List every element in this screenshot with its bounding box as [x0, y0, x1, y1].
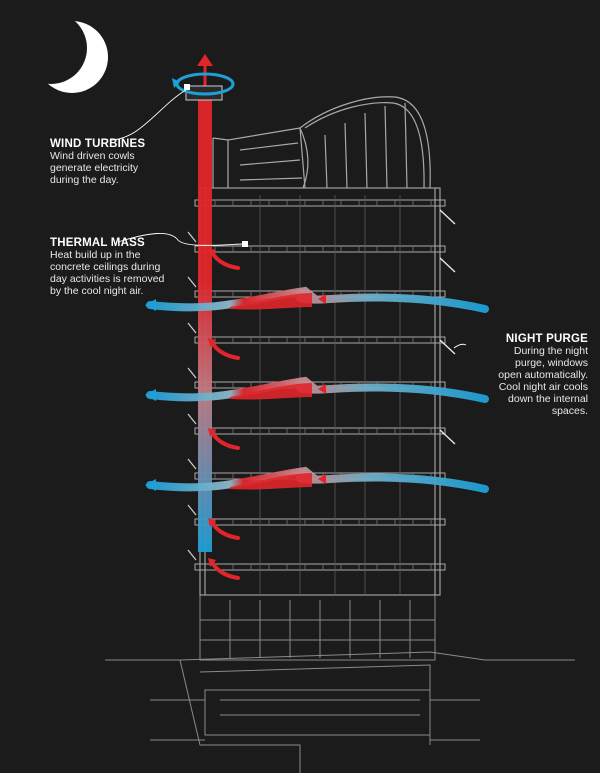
warm-air-arrowhead — [318, 384, 326, 394]
purge-arrowhead — [145, 299, 156, 311]
balcony-fin — [187, 322, 197, 334]
night-purge-airflows — [145, 286, 489, 493]
heat-release-arrows — [208, 248, 240, 580]
open-window — [439, 429, 456, 445]
ground-and-basement — [105, 594, 575, 773]
floor-slab — [194, 427, 446, 435]
warm-air-wedge — [230, 473, 312, 490]
facade-fins — [187, 209, 456, 561]
warm-air-arrowhead — [318, 474, 326, 484]
heat-curl-arrowhead — [208, 248, 216, 257]
ventilation-flue — [197, 54, 213, 552]
open-window — [439, 209, 456, 225]
thermal-mass-label: THERMAL MASS Heat build up in the concre… — [50, 237, 165, 297]
floor-slab — [194, 563, 446, 571]
heat-curl-arrowhead — [208, 558, 216, 567]
balcony-fin — [187, 231, 197, 243]
balcony-fin — [187, 367, 197, 379]
balcony-fin — [187, 549, 197, 561]
floor-slab — [194, 199, 446, 207]
open-window — [439, 339, 456, 355]
heat-curl-arrowhead — [208, 428, 216, 437]
heat-curl-arrowhead — [208, 518, 216, 527]
wind-turbines-label: WIND TURBINES Wind driven cowls generate… — [50, 138, 146, 186]
heat-curl-arrowhead — [208, 338, 216, 347]
heat-curl-arrow — [210, 340, 240, 360]
balcony-fin — [187, 413, 197, 425]
balcony-fin — [187, 504, 197, 516]
heat-curl-arrow — [210, 560, 240, 580]
floor-slabs — [194, 195, 446, 595]
night-purge-label: NIGHT PURGE During the night purge, wind… — [498, 333, 588, 417]
purge-arrowhead — [145, 389, 156, 401]
floor-slab — [194, 518, 446, 526]
balcony-fin — [187, 458, 197, 470]
warm-air-wedge — [230, 293, 312, 310]
rooftop-canopy — [212, 96, 431, 189]
purge-arrowhead — [145, 479, 156, 491]
floor-slab — [194, 245, 446, 253]
wind-turbine-cowl-icon — [172, 72, 235, 101]
heat-curl-arrow — [210, 250, 240, 270]
heat-curl-arrow — [210, 520, 240, 540]
thermal-mass-marker — [242, 241, 248, 247]
open-window — [439, 257, 456, 273]
crescent-moon-icon — [15, 12, 108, 93]
leader-lines — [109, 89, 467, 349]
warm-air-arrowhead — [318, 294, 326, 304]
heat-curl-arrow — [210, 430, 240, 450]
floor-slab — [194, 336, 446, 344]
warm-air-wedge — [230, 383, 312, 400]
balcony-fin — [187, 276, 197, 288]
